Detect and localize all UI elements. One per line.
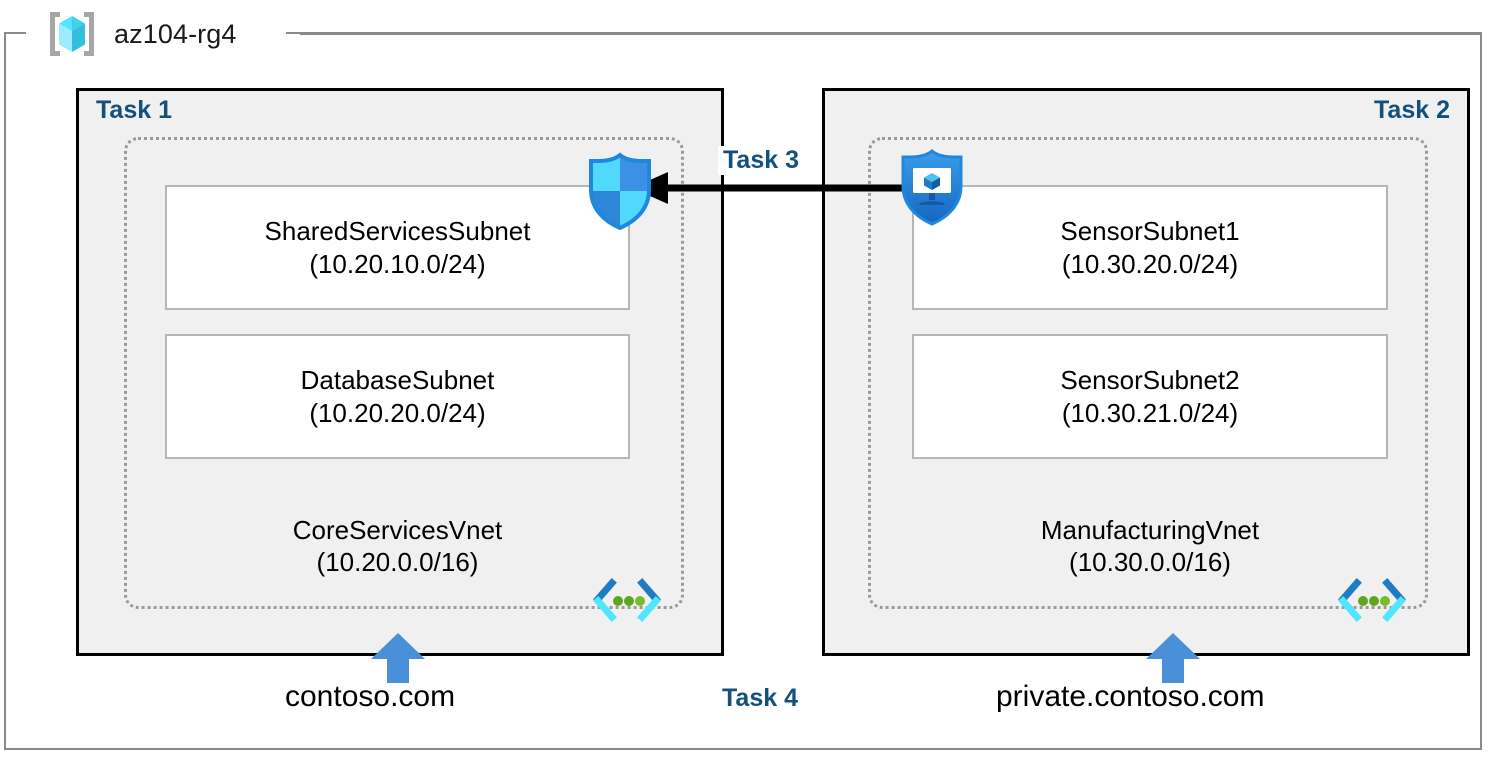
- vnet-manufacturing-caption: ManufacturingVnet (10.30.0.0/16): [912, 514, 1388, 578]
- subnet-name: SensorSubnet1: [1060, 216, 1240, 247]
- subnet-name: SharedServicesSubnet: [264, 216, 531, 247]
- task3-label: Task 3: [718, 146, 804, 175]
- shield-icon: [584, 152, 656, 231]
- subnet-sharedservices: SharedServicesSubnet (10.20.10.0/24): [165, 185, 630, 310]
- subnet-cidr: (10.30.20.0/24): [1061, 248, 1239, 279]
- subnet-cidr: (10.30.21.0/24): [1061, 397, 1239, 428]
- task1-label: Task 1: [96, 96, 172, 124]
- resource-group-cube-icon: [44, 9, 100, 59]
- subnet-sensor1: SensorSubnet1 (10.30.20.0/24): [912, 185, 1388, 310]
- dns-zone-private-contoso: private.contoso.com: [996, 680, 1265, 713]
- up-arrow-icon: [371, 633, 425, 683]
- subnet-sensor2: SensorSubnet2 (10.30.21.0/24): [912, 334, 1388, 459]
- vnet-cidr: (10.30.0.0/16): [1069, 547, 1231, 578]
- task4-label: Task 4: [722, 684, 798, 712]
- vnet-cidr: (10.20.0.0/16): [316, 547, 479, 578]
- subnet-name: SensorSubnet2: [1060, 365, 1240, 396]
- task2-label: Task 2: [1374, 96, 1450, 124]
- subnet-name: DatabaseSubnet: [300, 365, 495, 396]
- vnet-coreservices: [124, 137, 684, 609]
- vnet-name: CoreServicesVnet: [292, 515, 503, 545]
- resource-group-title: az104-rg4: [44, 10, 236, 58]
- shield-vm-icon: [896, 148, 968, 226]
- subnet-database: DatabaseSubnet (10.20.20.0/24): [165, 334, 630, 459]
- resource-group-name: az104-rg4: [114, 18, 237, 49]
- virtual-network-icon: [1337, 578, 1407, 622]
- resource-group-title-rule: [300, 33, 1482, 35]
- subnet-cidr: (10.20.10.0/24): [309, 248, 486, 279]
- virtual-network-icon: [592, 578, 662, 622]
- up-arrow-icon: [1146, 633, 1200, 683]
- dns-zone-contoso: contoso.com: [285, 680, 456, 713]
- subnet-cidr: (10.20.20.0/24): [309, 397, 486, 428]
- vnet-coreservices-caption: CoreServicesVnet (10.20.0.0/16): [165, 514, 630, 578]
- vnet-manufacturing: [868, 137, 1428, 609]
- vnet-name: ManufacturingVnet: [1040, 515, 1260, 545]
